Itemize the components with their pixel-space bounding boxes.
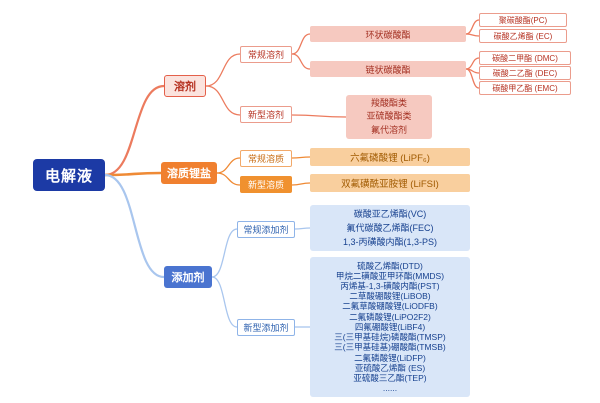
- connector-novel-lifsi: [291, 182, 311, 186]
- panel-line: 二氟草酸硼酸锂(LiODFB): [342, 301, 438, 312]
- panel-line: 羧酸酯类: [370, 97, 407, 108]
- connector-salt-conventional: [216, 157, 241, 174]
- connector-salt-novel: [216, 172, 241, 186]
- panel-line: 亚硫酸酯类: [366, 111, 412, 122]
- panel-line: 三(三甲基硅基)硼酸酯(TMSB): [334, 342, 446, 353]
- panel-novel-solvent-types[interactable]: 羧酸酯类 亚硫酸酯类 氟代溶剂: [346, 95, 432, 139]
- panel-line: 甲烷二磺酸亚甲环酯(MMDS): [335, 270, 445, 281]
- leaf-node-lifsi[interactable]: 双氟磺酰亚胺锂 (LiFSI): [310, 174, 470, 192]
- leaf-node-dec[interactable]: 碳酸二乙酯 (DEC): [479, 66, 571, 80]
- leaf-node-pc[interactable]: 聚碳酸酯(PC): [479, 13, 567, 27]
- panel-line: 亚硫酸三乙酯(TEP): [353, 372, 427, 383]
- connector-root-additive: [104, 173, 165, 279]
- branch-node-lithium-salt[interactable]: 溶质锂盐: [161, 162, 217, 184]
- panel-novel-additives[interactable]: 硫酸乙烯酯(DTD) 甲烷二磺酸亚甲环酯(MMDS) 丙烯基-1,3-磺酸内酯(…: [310, 257, 470, 397]
- panel-line: 二氟磷酸锂(LiDFP): [354, 352, 426, 363]
- connector-root-solvent: [104, 84, 165, 177]
- connector-linear-emc: [465, 68, 480, 89]
- connector-conventional-cyclic: [291, 33, 311, 55]
- branch-node-solvent[interactable]: 溶剂: [164, 75, 206, 97]
- leaf-node-ec[interactable]: 碳酸乙烯酯 (EC): [479, 29, 567, 43]
- connector-additive-novel: [211, 276, 238, 328]
- leaf-node-emc[interactable]: 碳酸甲乙酯 (EMC): [479, 81, 571, 95]
- panel-conventional-additives[interactable]: 碳酸亚乙烯酯(VC) 氟代碳酸乙烯酯(FEC) 1,3-丙磺酸内酯(1,3-PS…: [310, 205, 470, 251]
- panel-line: 二草酸硼酸锂(LiBOB): [349, 291, 431, 302]
- connector-cyclic-ec: [465, 33, 480, 37]
- node-conventional-solvent[interactable]: 常规溶剂: [240, 46, 292, 63]
- node-novel-solute[interactable]: 新型溶质: [240, 176, 292, 193]
- panel-line: 氟代溶剂: [370, 124, 407, 135]
- leaf-node-lipf6[interactable]: 六氟磷酸锂 (LiPF₆): [310, 148, 470, 166]
- node-novel-solvent[interactable]: 新型溶剂: [240, 106, 292, 123]
- connector-conventional-lipf6: [291, 156, 311, 159]
- connector-conventional-linear: [291, 53, 311, 70]
- panel-line: 亚硫酸乙烯酯 (ES): [354, 362, 426, 373]
- connector-cyclic-pc: [465, 19, 480, 35]
- node-cyclic-carbonate[interactable]: 环状碳酸酯: [310, 26, 466, 42]
- panel-line: 四氟硼酸锂(LiBF4): [354, 321, 426, 332]
- panel-line: 二氟磷酸锂(LiPO2F2): [349, 311, 431, 322]
- panel-line: 氟代碳酸乙烯酯(FEC): [346, 223, 434, 233]
- panel-line: 1,3-丙磺酸内酯(1,3-PS): [342, 237, 438, 247]
- root-node-electrolyte[interactable]: 电解液: [33, 159, 105, 191]
- connector-novel-solvent-panel: [291, 114, 347, 118]
- connector-linear-dec: [465, 68, 480, 74]
- node-novel-additive[interactable]: 新型添加剂: [237, 319, 295, 336]
- node-conventional-solute[interactable]: 常规溶质: [240, 150, 292, 167]
- connector-solvent-novel: [205, 85, 241, 116]
- panel-line: ......: [382, 383, 398, 394]
- node-linear-carbonate[interactable]: 链状碳酸酯: [310, 61, 466, 77]
- connector-linear-dmc: [465, 57, 480, 70]
- panel-line: 碳酸亚乙烯酯(VC): [353, 209, 427, 219]
- connector-root-salt: [104, 171, 162, 177]
- leaf-node-dmc[interactable]: 碳酸二甲酯 (DMC): [479, 51, 571, 65]
- panel-line: 三(三甲基硅烷)磷酸酯(TMSP): [334, 332, 446, 343]
- node-conventional-additive[interactable]: 常规添加剂: [237, 221, 295, 238]
- connector-conventional-add-panel: [294, 227, 311, 230]
- panel-line: 硫酸乙烯酯(DTD): [357, 260, 423, 271]
- branch-node-additive[interactable]: 添加剂: [164, 266, 212, 288]
- connector-solvent-conventional: [205, 53, 241, 87]
- connector-additive-conventional: [211, 228, 238, 278]
- panel-line: 丙烯基-1,3-磺酸内酯(PST): [340, 281, 440, 292]
